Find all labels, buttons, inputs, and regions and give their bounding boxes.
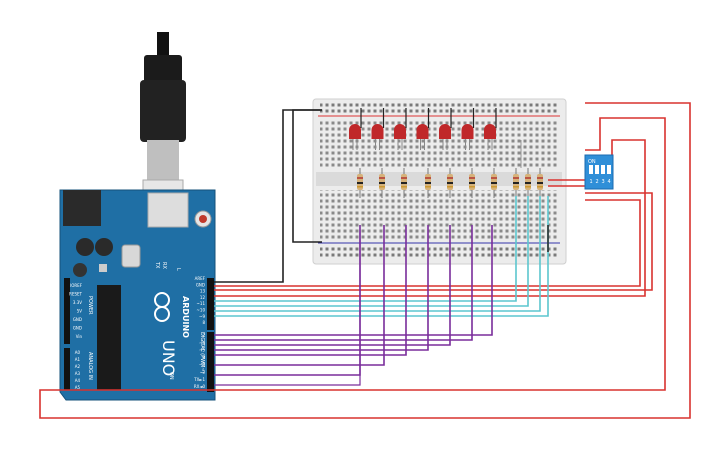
dip-number: 4	[608, 179, 611, 185]
led	[439, 108, 452, 150]
analog-header	[64, 348, 70, 390]
resistor-row	[357, 168, 543, 198]
digital-pin-label: ~11	[197, 301, 206, 306]
dip-key[interactable]	[601, 165, 605, 174]
led	[371, 108, 385, 150]
wire-purple-7[interactable]	[214, 225, 493, 336]
resistor	[379, 168, 385, 198]
resistor	[469, 168, 475, 198]
arduino-uno-board: ARDUINO UNO POWER ANALOG IN DIGITAL (PWM…	[59, 189, 216, 401]
digital-pin-label: ~6	[199, 340, 205, 345]
tx-label: TX	[154, 261, 160, 269]
digital-header-label: DIGITAL (PWM~)	[199, 332, 205, 374]
dip-key[interactable]	[595, 165, 599, 174]
arduino-logo	[154, 292, 170, 322]
l-label: L	[175, 268, 181, 271]
dip-key[interactable]	[607, 165, 611, 174]
power-pin-label: GND	[73, 317, 82, 322]
digital-pin-label: TX►1	[193, 377, 205, 382]
led	[349, 108, 362, 150]
analog-pin-label: A3	[75, 371, 81, 376]
digital-pin-label: RX◄0	[194, 384, 206, 389]
wire-gnd-link[interactable]	[292, 109, 322, 243]
logo-text: ARDUINO	[181, 296, 190, 338]
wire-gnd-top[interactable]	[214, 109, 322, 283]
digital-pin-labels-bottom: 7 ~6 ~5 4 ~3 2TX►1RX◄0	[193, 333, 205, 389]
led	[394, 108, 407, 150]
analog-pin-label: A4	[75, 378, 81, 383]
dip-key[interactable]	[589, 165, 593, 174]
digital-pin-label: ~9	[199, 314, 205, 319]
digital-pin-label: 2	[202, 370, 205, 375]
resistor	[357, 168, 363, 198]
wire-cyan-9[interactable]	[214, 196, 541, 312]
digital-pin-label: ~10	[197, 308, 206, 313]
wire-cyan-11[interactable]	[214, 196, 517, 302]
power-header	[64, 278, 70, 344]
wire-purple-5[interactable]	[214, 225, 451, 346]
wire-purple-6[interactable]	[214, 225, 473, 341]
power-pin-label: RESET	[69, 292, 82, 297]
usb-port	[147, 192, 189, 228]
led	[484, 108, 497, 150]
dip-number: 3	[602, 179, 605, 185]
breadboard	[312, 98, 567, 265]
digital-header-top	[207, 278, 214, 330]
resistor	[401, 168, 407, 198]
power-pin-label: GND	[73, 326, 82, 331]
microcontroller-chip	[97, 285, 121, 390]
digital-pin-label: 7	[202, 333, 205, 338]
digital-pin-label: GND	[196, 282, 205, 287]
resistor	[537, 168, 543, 198]
power-pin-label: 5V	[77, 309, 83, 314]
wire-purple-3[interactable]	[214, 225, 407, 356]
wires	[39, 102, 691, 419]
wire-cyan-10[interactable]	[214, 196, 529, 307]
analog-pin-label: A1	[75, 357, 81, 362]
digital-pin-label: 8	[202, 320, 205, 325]
power-pin-labels: IOREF RESET 3.3V 5V GND GND Vin	[69, 283, 83, 339]
led	[416, 108, 430, 150]
dip-on-label: ON	[588, 159, 596, 165]
wire-red-outer[interactable]	[39, 102, 691, 419]
usb-cable	[140, 32, 186, 211]
resistor	[513, 168, 519, 198]
wire-red-12[interactable]	[214, 192, 653, 291]
power-pin-label: 3.3V	[73, 300, 82, 305]
model-label: UNO	[159, 340, 178, 376]
digital-pin-label: ~3	[199, 362, 205, 367]
power-pin-label: Vin	[76, 334, 83, 339]
led	[461, 108, 475, 150]
digital-pin-label: 4	[202, 355, 205, 360]
power-header-label: POWER	[87, 296, 93, 315]
resistor	[425, 168, 431, 198]
resistor	[447, 168, 453, 198]
power-jack	[63, 190, 101, 226]
resistor	[525, 168, 531, 198]
analog-header-label: ANALOG IN	[87, 352, 93, 380]
led-row	[349, 108, 497, 150]
digital-pin-label: ~5	[199, 348, 205, 353]
analog-pin-label: A0	[75, 350, 81, 355]
rx-label: RX	[161, 262, 167, 269]
dip-number: 2	[596, 179, 599, 185]
wire-purple-4[interactable]	[214, 225, 429, 351]
analog-pin-label: A5	[75, 385, 81, 390]
on-label: ON	[168, 372, 174, 380]
digital-pin-label: 13	[200, 289, 206, 294]
wire-purple-2[interactable]	[214, 225, 385, 366]
digital-header-bottom	[207, 332, 214, 392]
wire-red-13[interactable]	[214, 199, 641, 287]
analog-pin-label: A2	[75, 364, 81, 369]
power-pin-label: IOREF	[70, 283, 83, 288]
resistor	[491, 168, 497, 198]
digital-pin-label: AREF	[195, 276, 206, 281]
digital-pin-label: 12	[200, 295, 206, 300]
dip-number: 1	[590, 179, 593, 185]
